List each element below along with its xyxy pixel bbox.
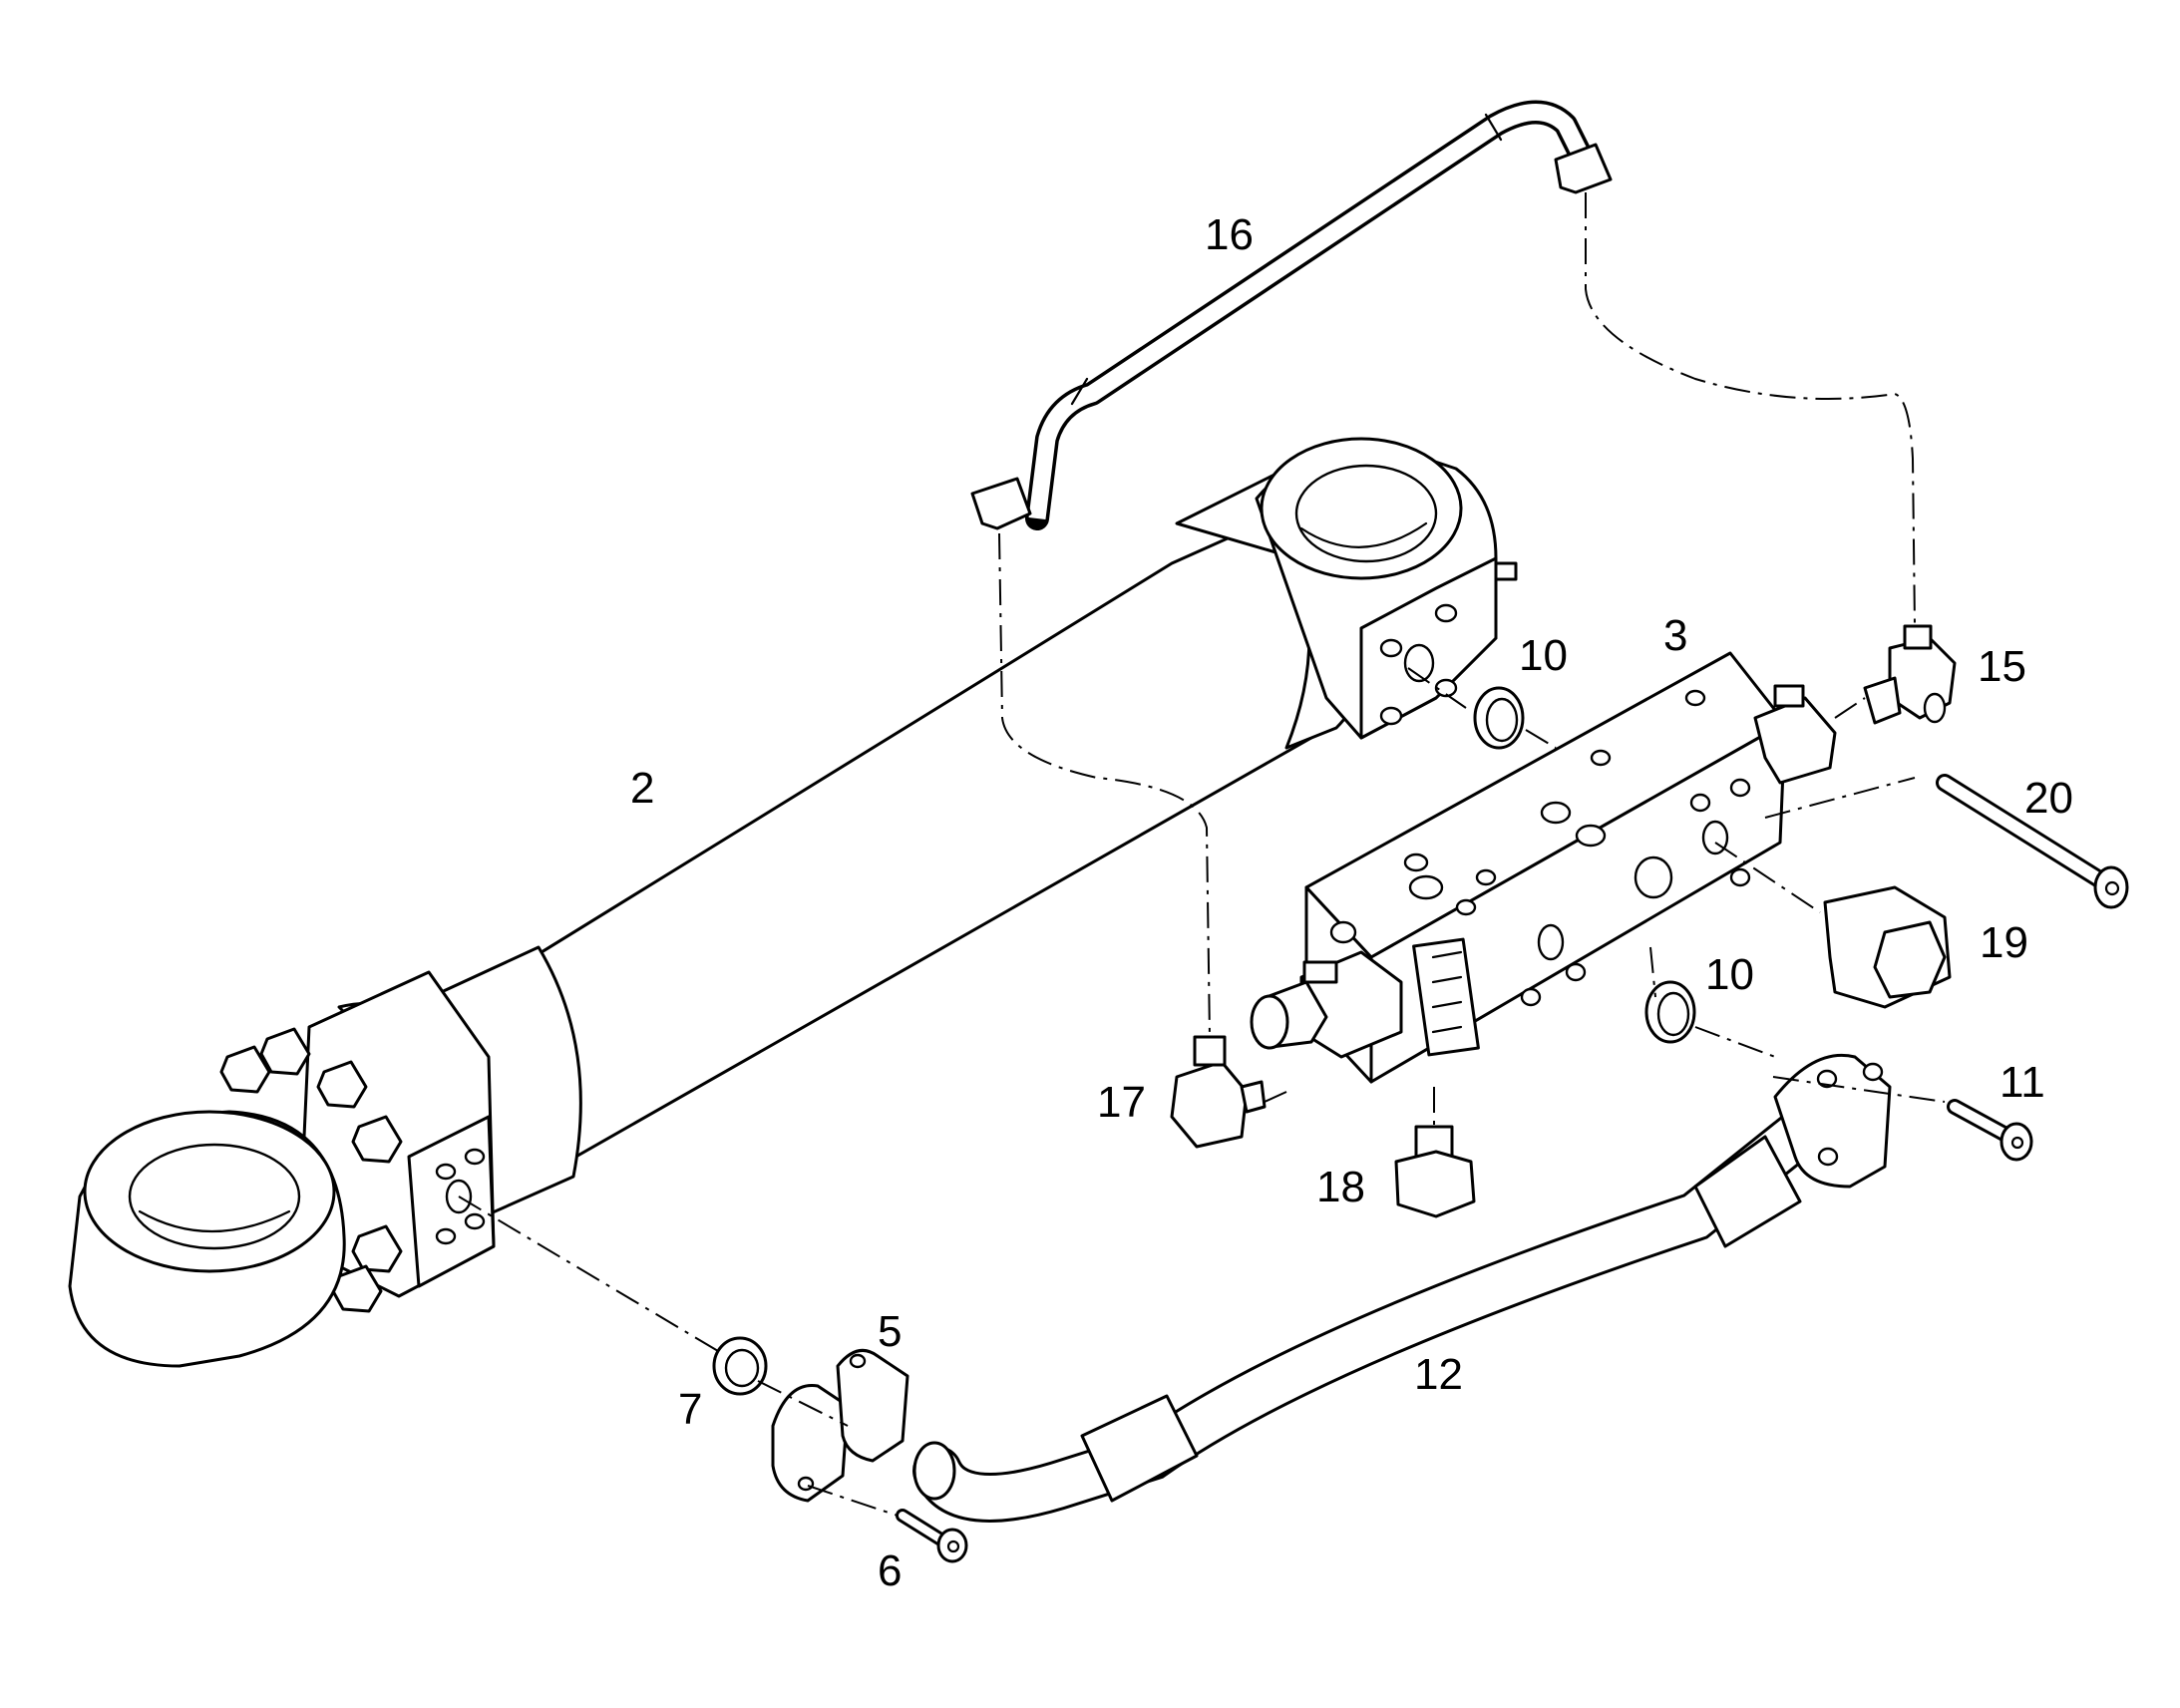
callout-labels: 2 3 5 6 7 10 10 11 12 15 16 17 18 19 20 bbox=[630, 210, 2073, 1595]
callout-19: 19 bbox=[1980, 918, 2028, 967]
callout-15: 15 bbox=[1978, 642, 2026, 691]
part-3-valve-block bbox=[1304, 651, 1837, 1084]
callout-20: 20 bbox=[2024, 774, 2073, 823]
pipe-nut-left bbox=[970, 477, 1032, 530]
pipe-nut-right bbox=[1554, 143, 1613, 194]
callout-10-lower: 10 bbox=[1705, 950, 1754, 999]
callout-5: 5 bbox=[878, 1307, 902, 1356]
callout-12: 12 bbox=[1414, 1350, 1463, 1399]
flange-bolts bbox=[219, 1027, 403, 1313]
part-2-cylinder bbox=[68, 437, 1518, 1368]
part-15-tee-fitting bbox=[1863, 624, 1957, 725]
part-16-pipe bbox=[970, 100, 1613, 530]
part-12-hose bbox=[912, 1053, 1892, 1523]
callout-2: 2 bbox=[630, 764, 654, 813]
part-5-split-flange bbox=[771, 1348, 909, 1503]
callout-11: 11 bbox=[1999, 1058, 2045, 1107]
callout-16: 16 bbox=[1205, 210, 1254, 259]
part-18-adapter bbox=[1394, 1125, 1476, 1218]
callout-10-upper: 10 bbox=[1519, 631, 1568, 680]
callout-17: 17 bbox=[1097, 1078, 1146, 1127]
part-6-screw bbox=[896, 1509, 968, 1563]
part-20-screw bbox=[1936, 774, 2129, 909]
hose-flange-end bbox=[1773, 1053, 1892, 1189]
cartridge-valve bbox=[1250, 950, 1403, 1059]
part-11-screw bbox=[1947, 1099, 2033, 1162]
part-19-plug bbox=[1823, 885, 1952, 1009]
callout-18: 18 bbox=[1316, 1163, 1365, 1211]
part-17-elbow-fitting bbox=[1170, 1035, 1267, 1149]
callout-3: 3 bbox=[1663, 611, 1687, 660]
assembly-leader-lines bbox=[458, 192, 1946, 1517]
callout-6: 6 bbox=[878, 1546, 902, 1595]
callout-7: 7 bbox=[678, 1385, 702, 1434]
